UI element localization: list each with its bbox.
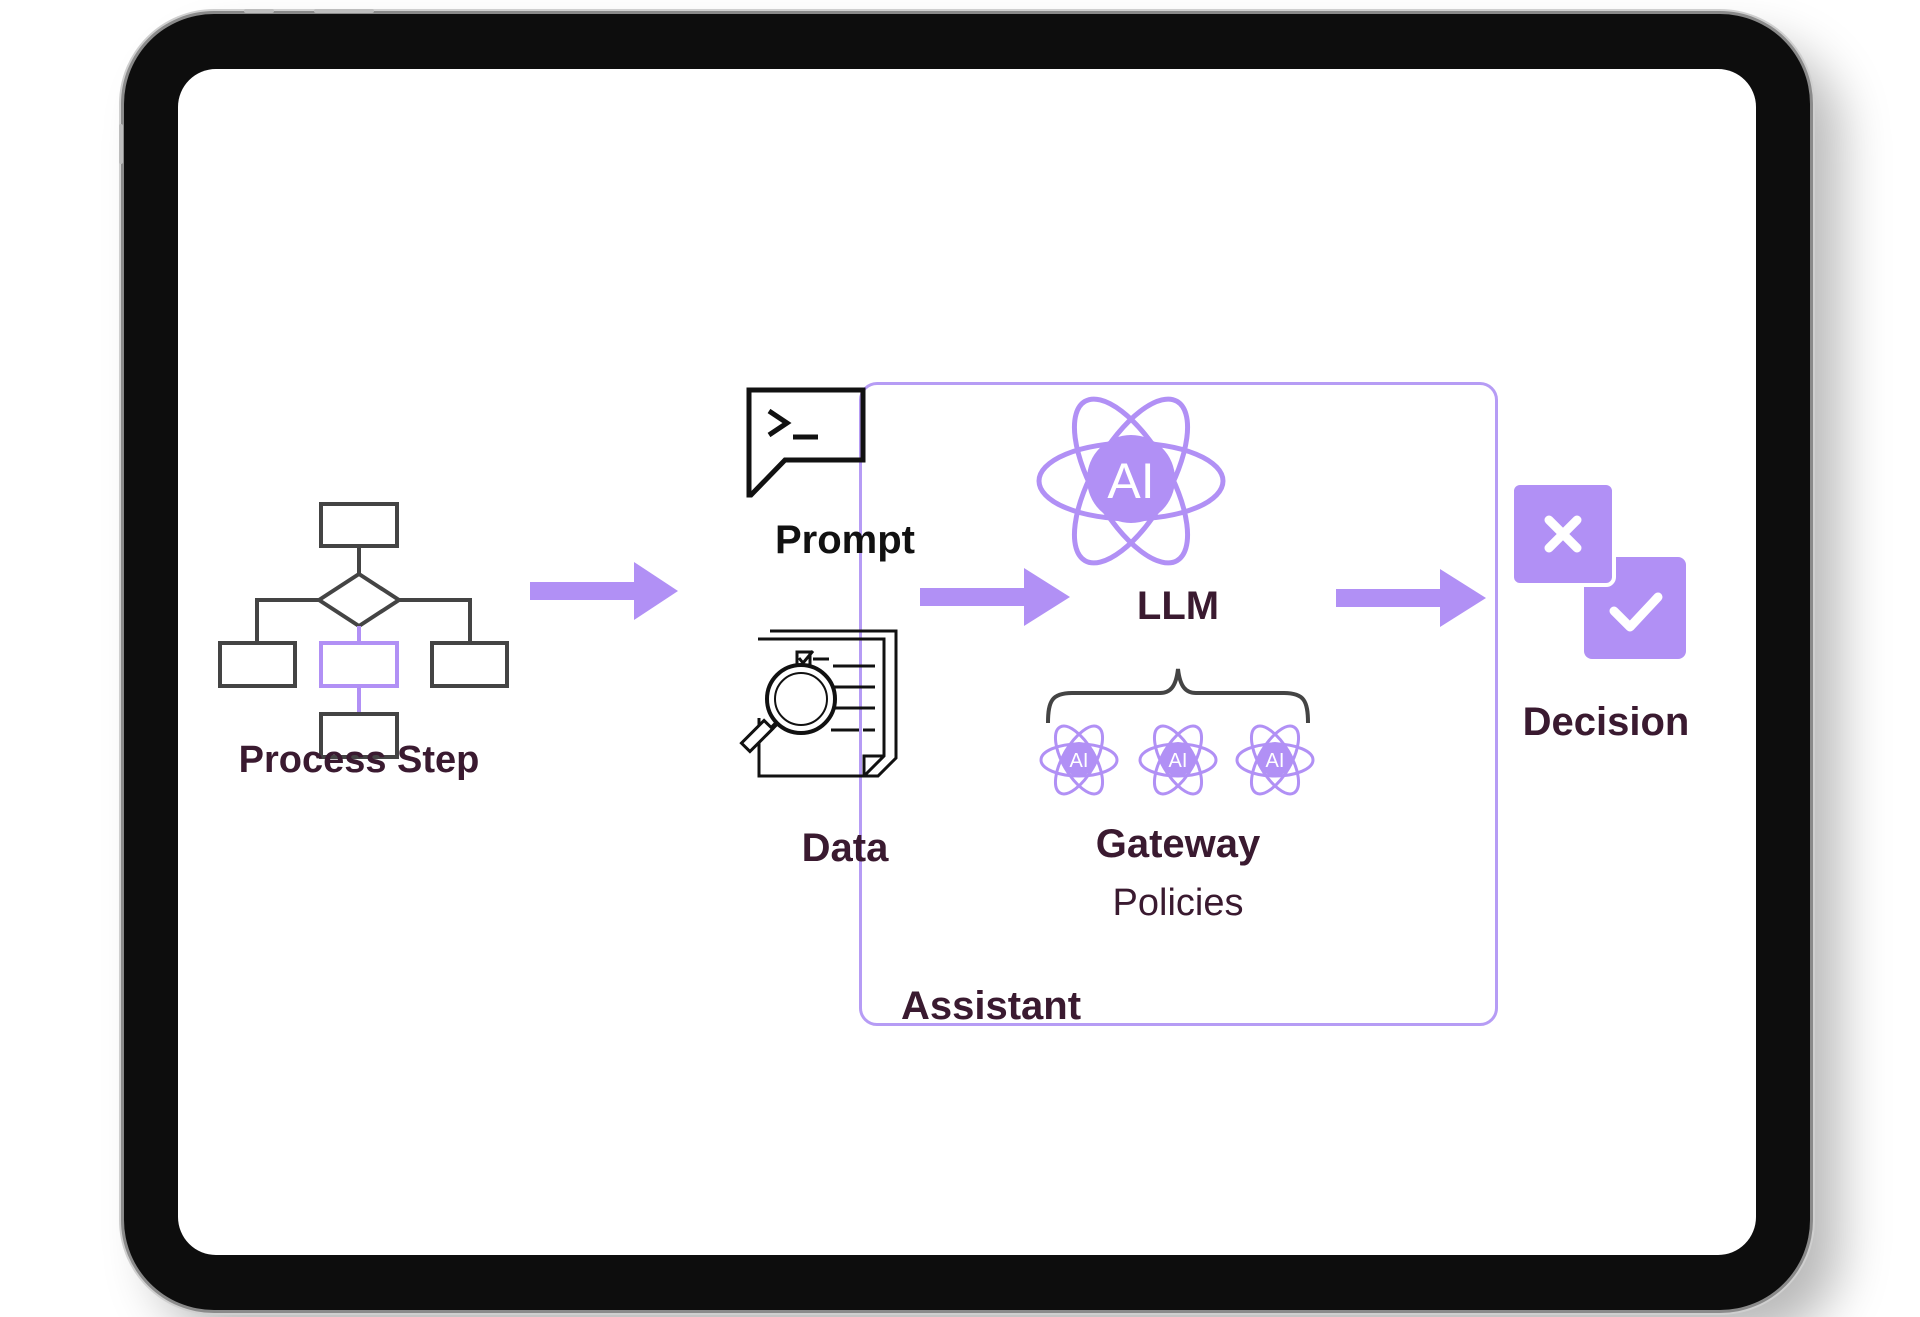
ai-atom-small-icon: AI	[1235, 724, 1315, 796]
flowchart-icon	[218, 502, 509, 759]
tablet-side-button	[119, 124, 123, 164]
arrow-assistant-to-decision	[1336, 569, 1486, 627]
gateway-label: Gateway	[1095, 822, 1261, 866]
llm-label: LLM	[1136, 584, 1220, 628]
terminal-chat-icon	[746, 387, 866, 498]
gateway-icon-text: AI	[1266, 750, 1285, 772]
document-search-icon	[739, 629, 898, 778]
curly-brace	[1046, 668, 1310, 724]
assistant-box	[859, 382, 1498, 1026]
gateway-icon-text: AI	[1070, 750, 1089, 772]
assistant-label: Assistant	[900, 984, 1082, 1028]
arrow-prompt-to-llm	[920, 568, 1070, 626]
data-label: Data	[801, 826, 889, 870]
decision-label: Decision	[1522, 700, 1690, 744]
ai-atom-small-icon: AI	[1039, 724, 1119, 796]
decision-icon	[1510, 481, 1686, 659]
arrow-process-to-assistant	[530, 562, 678, 620]
prompt-label: Prompt	[775, 518, 915, 562]
gateway-icon-text: AI	[1169, 750, 1188, 772]
llm-icon-text: AI	[1107, 453, 1154, 509]
ai-atom-small-icon: AI	[1138, 724, 1218, 796]
tablet-top-button	[314, 9, 374, 13]
tablet-screen: Process Step Prompt	[178, 69, 1756, 1255]
tablet-top-button	[244, 9, 274, 13]
process-step-label: Process Step	[238, 739, 480, 781]
flowchart-icon	[178, 69, 498, 369]
tablet-frame: Process Step Prompt	[119, 9, 1810, 1310]
ai-atom-icon: AI	[1036, 396, 1226, 566]
gateway-sublabel: Policies	[1112, 882, 1244, 924]
